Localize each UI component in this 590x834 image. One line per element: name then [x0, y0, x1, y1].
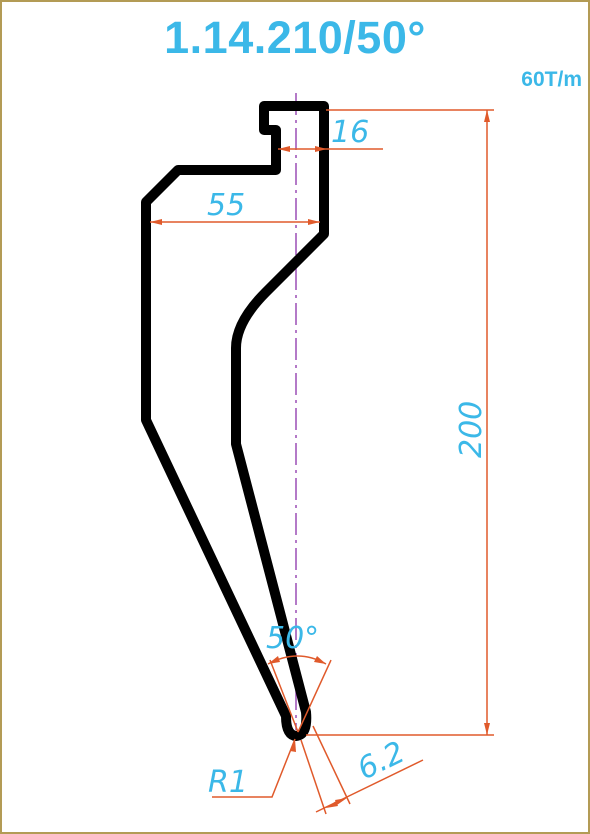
capacity-label: 60T/m — [521, 68, 582, 91]
dimension-55-label: 55 — [207, 188, 245, 223]
dimension-angle-label: 50° — [266, 621, 319, 656]
dimension-angle — [267, 655, 332, 733]
dimension-200-label: 200 — [454, 401, 489, 458]
dimension-radius-label: R1 — [208, 765, 248, 800]
dimension-55 — [150, 219, 320, 225]
dimension-200 — [306, 109, 494, 736]
dimension-16-label: 16 — [331, 115, 369, 150]
dimension-tip-label: 6.2 — [352, 735, 410, 787]
dimension-16 — [278, 146, 383, 152]
tool-title: 1.14.210/50° — [164, 12, 426, 63]
punch-profile — [141, 101, 329, 741]
dimension-tip — [300, 725, 424, 815]
dimension-radius — [212, 738, 296, 798]
